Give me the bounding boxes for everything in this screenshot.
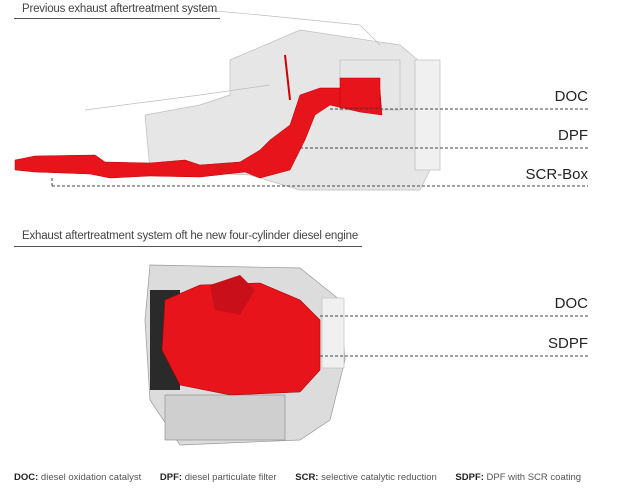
new-engine-drawing	[144, 264, 346, 446]
previous-engine-drawing	[84, 9, 441, 191]
label-dpf: DPF	[558, 127, 588, 144]
legend-item: DOC: diesel oxidation catalyst	[14, 472, 142, 483]
legend-item: DPF: diesel particulate filter	[159, 472, 277, 483]
new-system-title: Exhaust aftertreatment system oft he new…	[22, 230, 359, 242]
legend-item: SCR: selective catalytic reduction	[295, 472, 437, 483]
label-scr-box: SCR-Box	[525, 166, 588, 183]
top-leader-lines	[51, 108, 588, 187]
previous-system-title: Previous exhaust aftertreatment system	[22, 3, 218, 15]
previous-exhaust-system	[14, 54, 383, 179]
label-doc: DOC	[554, 88, 588, 105]
title-underline	[14, 18, 220, 19]
label-doc-new: DOC	[554, 295, 588, 312]
title-underline	[14, 246, 362, 247]
abbreviation-legend: DOC: diesel oxidation catalyst DPF: dies…	[14, 472, 597, 483]
legend-item: SDPF: DPF with SCR coating	[455, 472, 582, 483]
label-sdpf: SDPF	[547, 335, 588, 352]
